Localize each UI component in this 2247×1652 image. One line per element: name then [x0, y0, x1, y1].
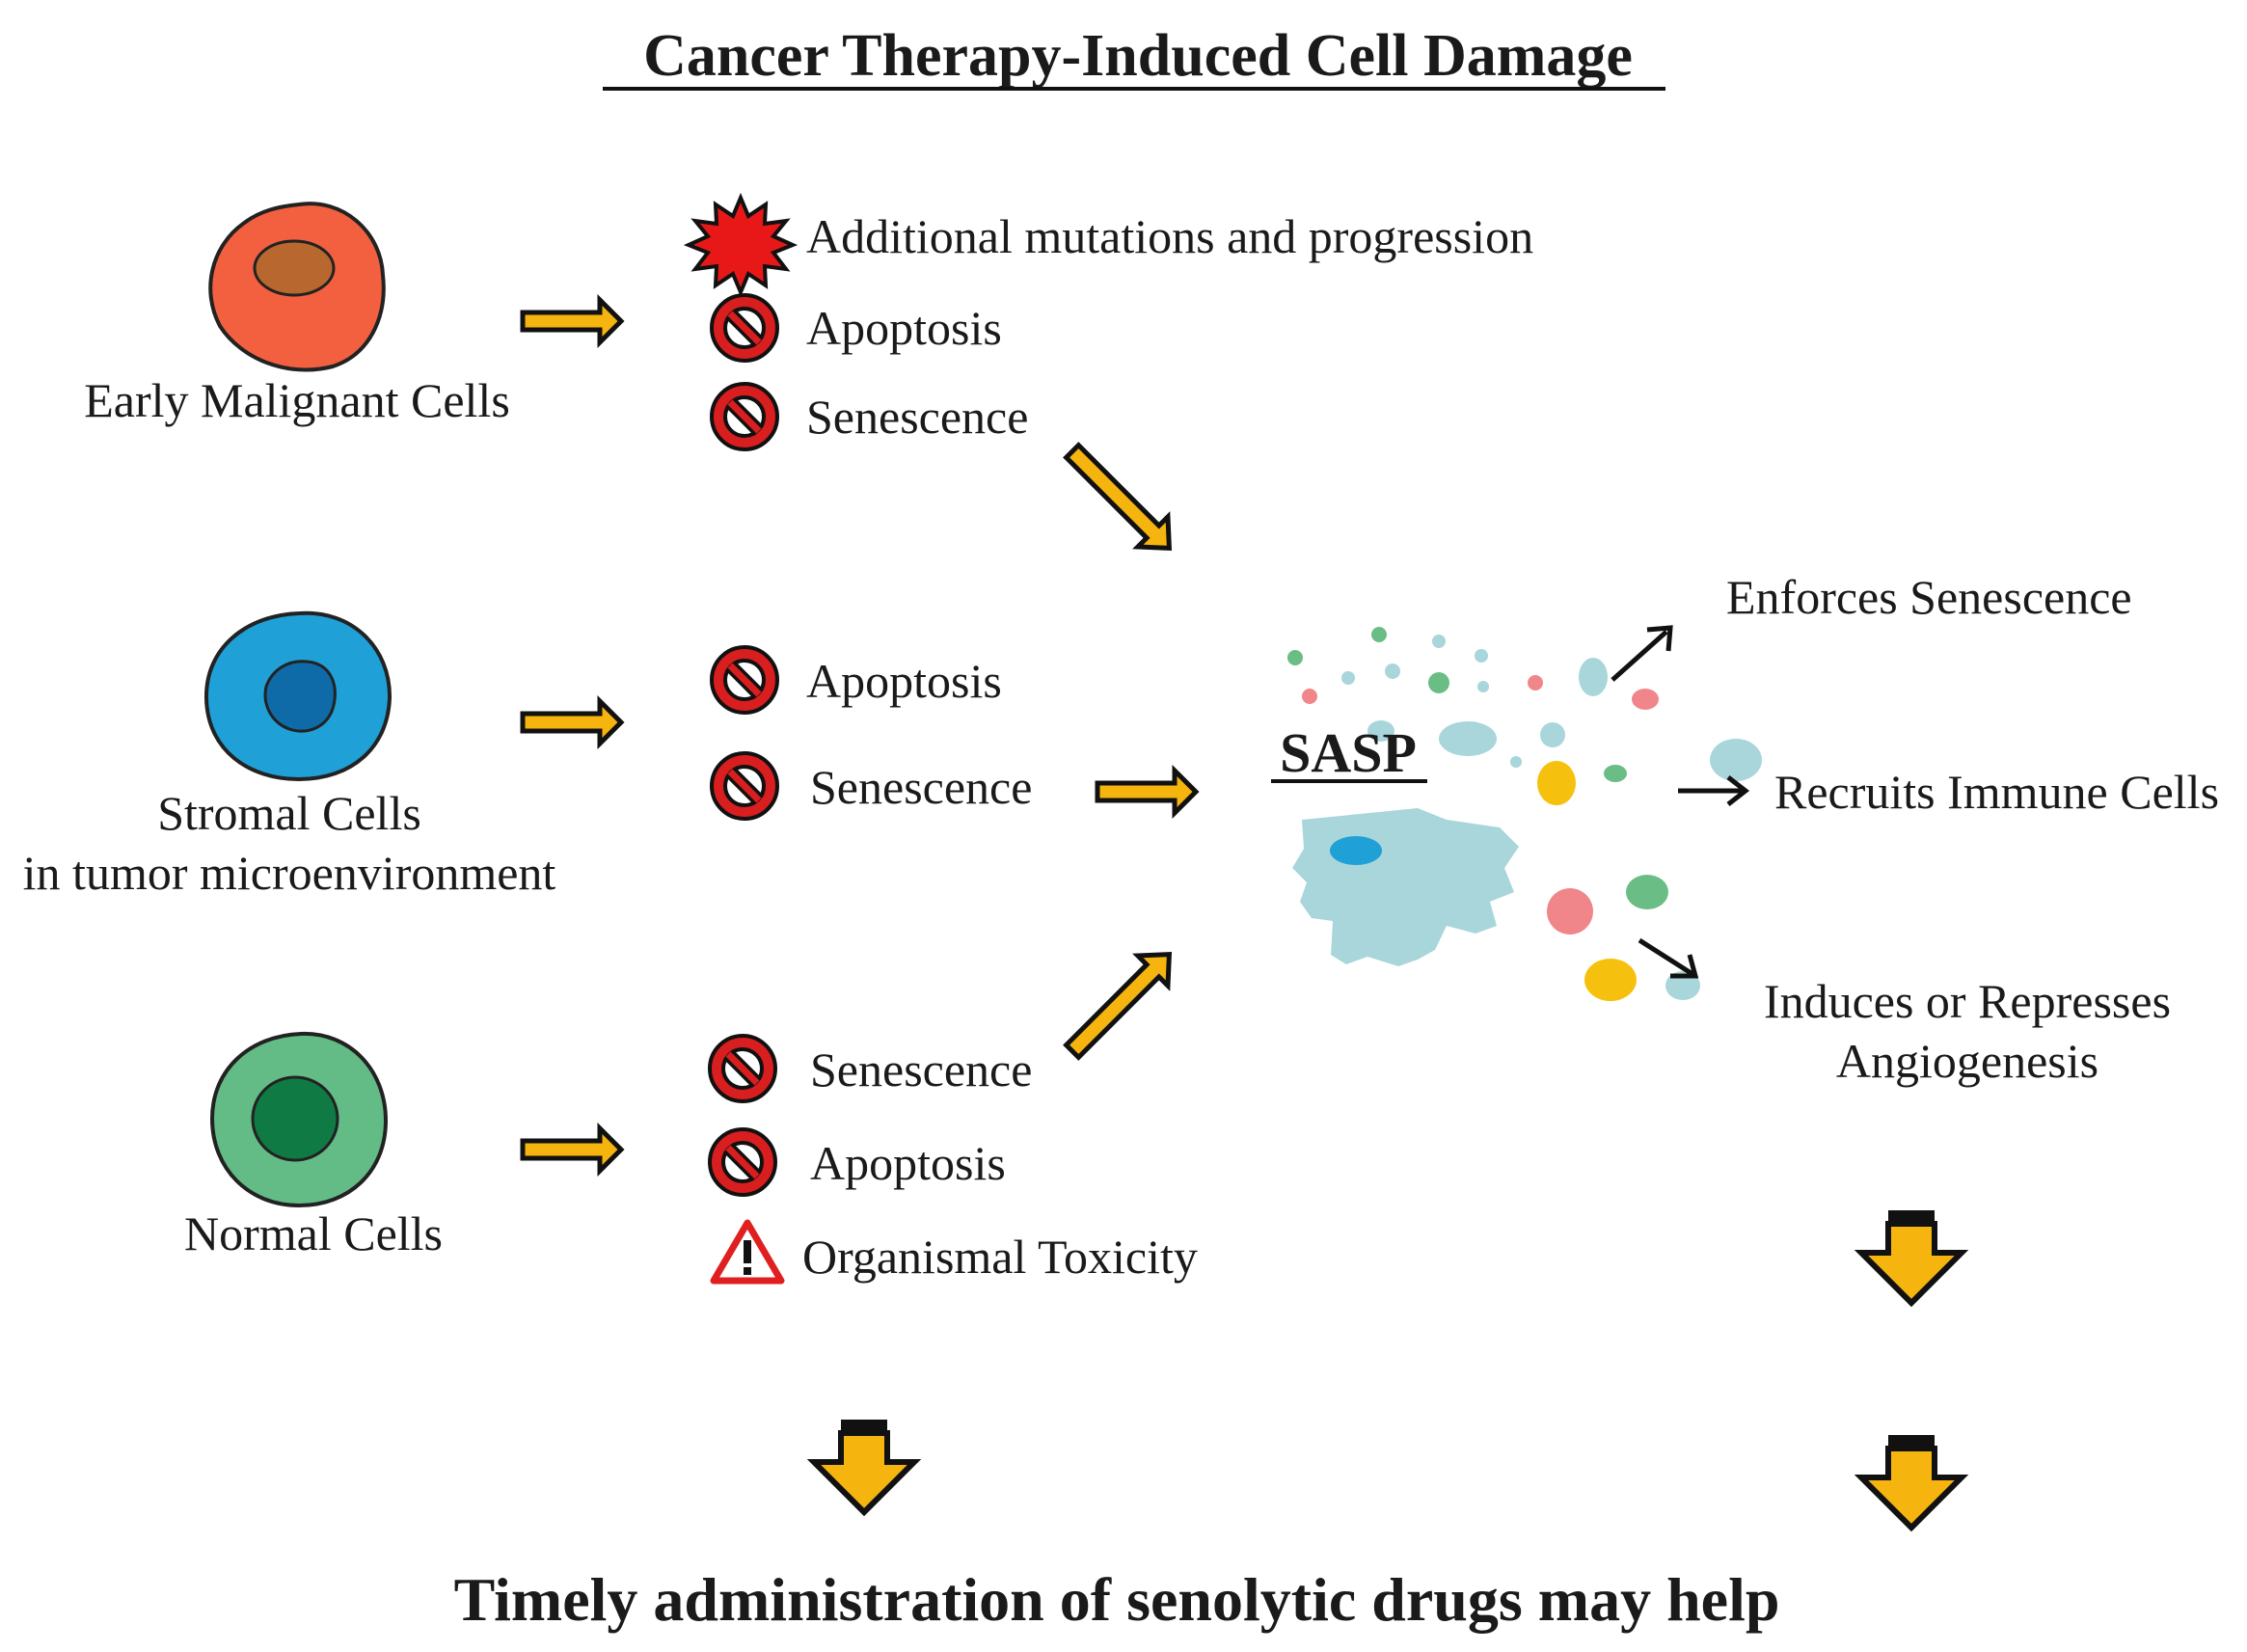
- sasp-effect-enforces-senescence: Enforces Senescence: [1726, 570, 2132, 624]
- sasp-dot: [1632, 689, 1659, 710]
- early-malignant-cell: [208, 202, 386, 372]
- sasp-dot: [1540, 722, 1565, 747]
- normal-yellow-arrow: [523, 1128, 621, 1171]
- sasp-effect-angiogenesis-line1: Induces or Represses: [1764, 974, 2171, 1028]
- normal-cell: [209, 1031, 389, 1208]
- sasp-dot: [1584, 959, 1637, 1001]
- sasp-cell-nucleus: [1330, 836, 1382, 865]
- down-arrow-left: [814, 1420, 914, 1512]
- sasp-dot: [1367, 720, 1394, 742]
- sasp-factor-dots: [1287, 627, 1762, 1001]
- stromal-yellow-arrow: [523, 701, 621, 744]
- sasp-senescent-cell: [1292, 808, 1519, 966]
- conclusion-text: Timely administration of senolytic drugs…: [454, 1565, 1780, 1634]
- enforces-arrow-icon: [1611, 625, 1673, 682]
- sasp-dot: [1475, 649, 1488, 663]
- sasp-dot: [1428, 672, 1449, 693]
- normal-cell-label: Normal Cells: [184, 1206, 443, 1260]
- down-arrow-right-lower: [1861, 1435, 1962, 1528]
- sasp-dot: [1510, 756, 1522, 768]
- down-arrow-right-upper: [1861, 1210, 1962, 1303]
- stromal-apoptosis-prohibition-icon: [712, 647, 777, 713]
- angiogenesis-arrow-icon: [1638, 937, 1699, 979]
- stromal-outcome-apoptosis: Apoptosis: [806, 654, 1002, 708]
- stromal-cell-label-line1: Stromal Cells: [157, 786, 421, 840]
- normal-to-sasp-arrow: [1057, 939, 1184, 1067]
- normal-outcome-organismal-toxicity: Organismal Toxicity: [802, 1230, 1198, 1284]
- normal-senescence-prohibition-icon: [710, 1036, 775, 1101]
- early-cell-nucleus: [253, 239, 336, 297]
- sasp-dot: [1371, 627, 1387, 642]
- sasp-effect-recruits-immune-cells: Recruits Immune Cells: [1774, 765, 2219, 819]
- mutation-starburst-icon: [683, 192, 799, 298]
- sasp-dot: [1626, 875, 1668, 909]
- sasp-dot: [1341, 671, 1355, 685]
- normal-outcome-senescence: Senescence: [810, 1043, 1032, 1097]
- stromal-cell-nucleus: [263, 660, 337, 733]
- sasp-dot: [1385, 664, 1400, 679]
- recruits-arrow-icon: [1678, 775, 1750, 806]
- stromal-senescence-prohibition-icon: [712, 753, 777, 819]
- normal-outcome-apoptosis: Apoptosis: [810, 1136, 1006, 1190]
- sasp-dot: [1604, 765, 1627, 782]
- stromal-cell-label-line2: in tumor microenvironment: [23, 846, 556, 900]
- early-to-sasp-arrow: [1057, 436, 1184, 563]
- early-outcome-mutations: Additional mutations and progression: [806, 209, 1533, 263]
- diagram-title: Cancer Therapy-Induced Cell Damage: [643, 23, 1633, 89]
- warning-triangle-icon: [710, 1219, 785, 1285]
- stromal-to-sasp-arrow: [1097, 771, 1196, 813]
- sasp-dot: [1547, 888, 1593, 934]
- early-senescence-prohibition-icon: [712, 384, 777, 449]
- stromal-cell: [203, 610, 393, 782]
- normal-cell-nucleus: [251, 1075, 339, 1162]
- sasp-effect-angiogenesis-line2: Angiogenesis: [1836, 1034, 2098, 1088]
- sasp-label: SASP: [1280, 721, 1417, 784]
- sasp-dot: [1579, 658, 1608, 696]
- sasp-dot: [1287, 650, 1303, 665]
- stromal-outcome-senescence: Senescence: [810, 760, 1032, 814]
- sasp-dot: [1302, 689, 1317, 704]
- early-outcome-apoptosis: Apoptosis: [806, 301, 1002, 355]
- sasp-dot: [1710, 739, 1762, 781]
- early-apoptosis-prohibition-icon: [712, 295, 777, 361]
- early-outcome-senescence: Senescence: [806, 390, 1028, 444]
- early-cell-label: Early Malignant Cells: [84, 373, 510, 427]
- sasp-dot: [1432, 635, 1446, 648]
- sasp-dot: [1537, 761, 1576, 805]
- normal-apoptosis-prohibition-icon: [710, 1129, 775, 1195]
- early-yellow-arrow: [523, 300, 621, 342]
- sasp-dot: [1439, 721, 1497, 756]
- sasp-dot: [1477, 681, 1489, 692]
- sasp-dot: [1528, 675, 1543, 691]
